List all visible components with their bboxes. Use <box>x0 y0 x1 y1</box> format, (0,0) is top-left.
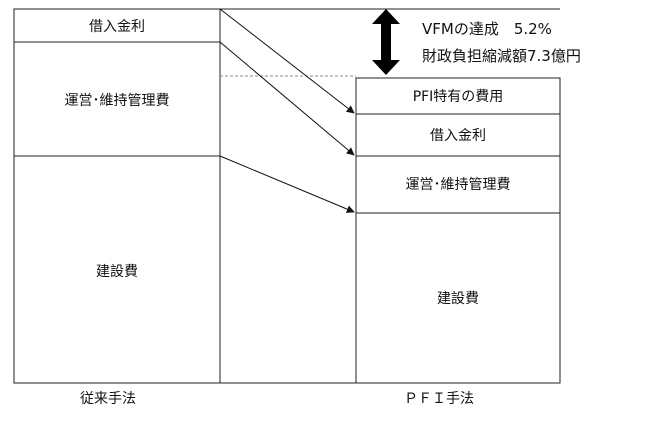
pfi-construction-box <box>355 212 561 384</box>
pfi-specific-cost-box <box>355 77 561 115</box>
pfi-operation-label: 運営･維持管理費 <box>406 177 511 193</box>
interest-connector-arrow <box>219 8 355 114</box>
conventional-operation-box <box>13 41 221 157</box>
pfi-interest-label: 借入金利 <box>430 128 486 144</box>
pfi-operation-box <box>355 155 561 214</box>
fiscal-reduction-text: 財政負担縮減額7.3億円 <box>422 47 581 65</box>
conventional-construction-box <box>13 155 221 384</box>
pfi-construction-label: 建設費 <box>437 291 479 307</box>
conventional-operation-label: 運営･維持管理費 <box>65 93 170 109</box>
conventional-interest-label: 借入金利 <box>89 19 145 35</box>
pfi-caption: ＰＦＩ手法 <box>404 391 474 407</box>
conventional-construction-label: 建設費 <box>96 264 138 280</box>
operation-connector-arrow <box>219 41 355 156</box>
pfi-column: PFI特有の費用 借入金利 運営･維持管理費 建設費 <box>355 77 561 384</box>
conventional-column: 借入金利 運営･維持管理費 建設費 <box>13 8 221 384</box>
vfm-achievement-text: VFMの達成 5.2% <box>422 20 552 38</box>
construction-connector-arrow <box>219 155 355 213</box>
conventional-caption: 従来手法 <box>80 391 136 407</box>
conventional-interest-box <box>13 8 221 43</box>
vfm-double-arrow <box>372 9 400 75</box>
pfi-specific-cost-label: PFI特有の費用 <box>413 89 504 105</box>
